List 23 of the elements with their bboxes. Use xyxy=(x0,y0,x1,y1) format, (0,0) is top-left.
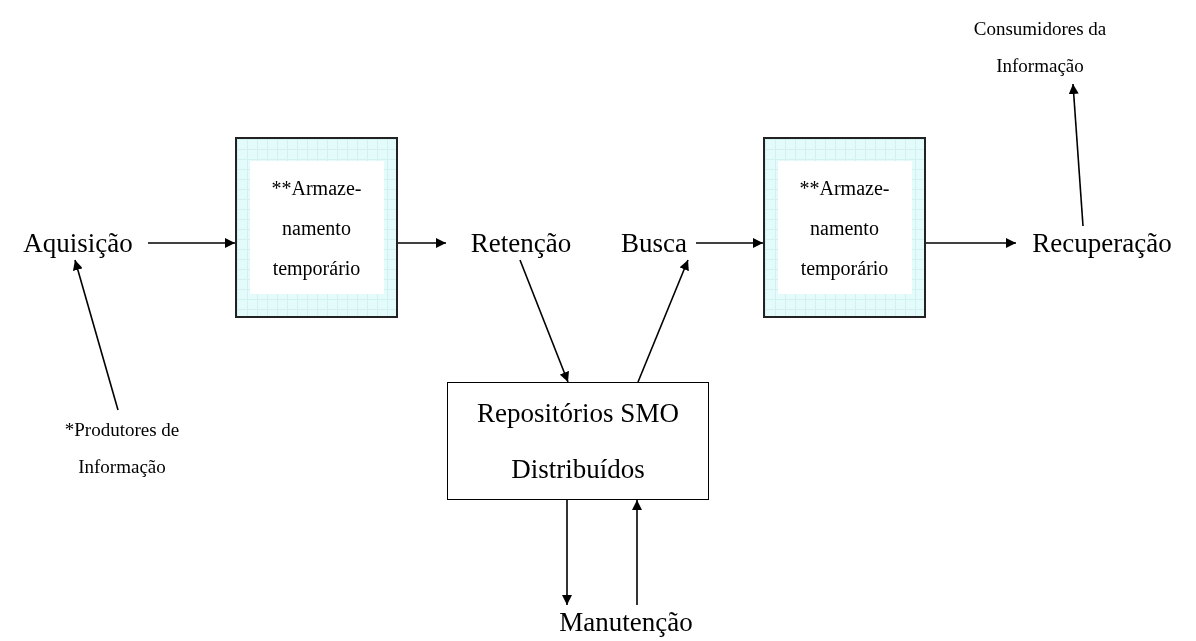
arrow xyxy=(519,259,569,383)
arrow xyxy=(147,238,236,248)
stage-label: Manutenção xyxy=(559,606,693,638)
buffer-box xyxy=(235,137,398,318)
arrow xyxy=(562,499,572,606)
stage-label: Busca xyxy=(621,227,687,259)
box-label: **Armaze- namento temporário xyxy=(249,161,384,294)
box-label: **Armaze- namento temporário xyxy=(777,161,912,294)
actor-label: *Produtores de Informação xyxy=(63,418,181,479)
arrow xyxy=(925,238,1017,248)
buffer-box xyxy=(763,137,926,318)
arrow xyxy=(637,259,689,383)
arrow xyxy=(695,238,764,248)
arrow xyxy=(1068,83,1084,227)
arrow xyxy=(632,499,642,606)
arrow xyxy=(397,238,447,248)
stage-label: Recuperação xyxy=(1032,227,1172,259)
stage-label: Retenção xyxy=(470,227,572,259)
stage-label: Aquisição xyxy=(23,227,133,259)
actor-label: Consumidores da Informação xyxy=(972,17,1108,78)
repository-box xyxy=(447,382,709,500)
box-label: Repositórios SMO Distribuídos xyxy=(476,397,680,486)
arrow xyxy=(72,259,119,411)
